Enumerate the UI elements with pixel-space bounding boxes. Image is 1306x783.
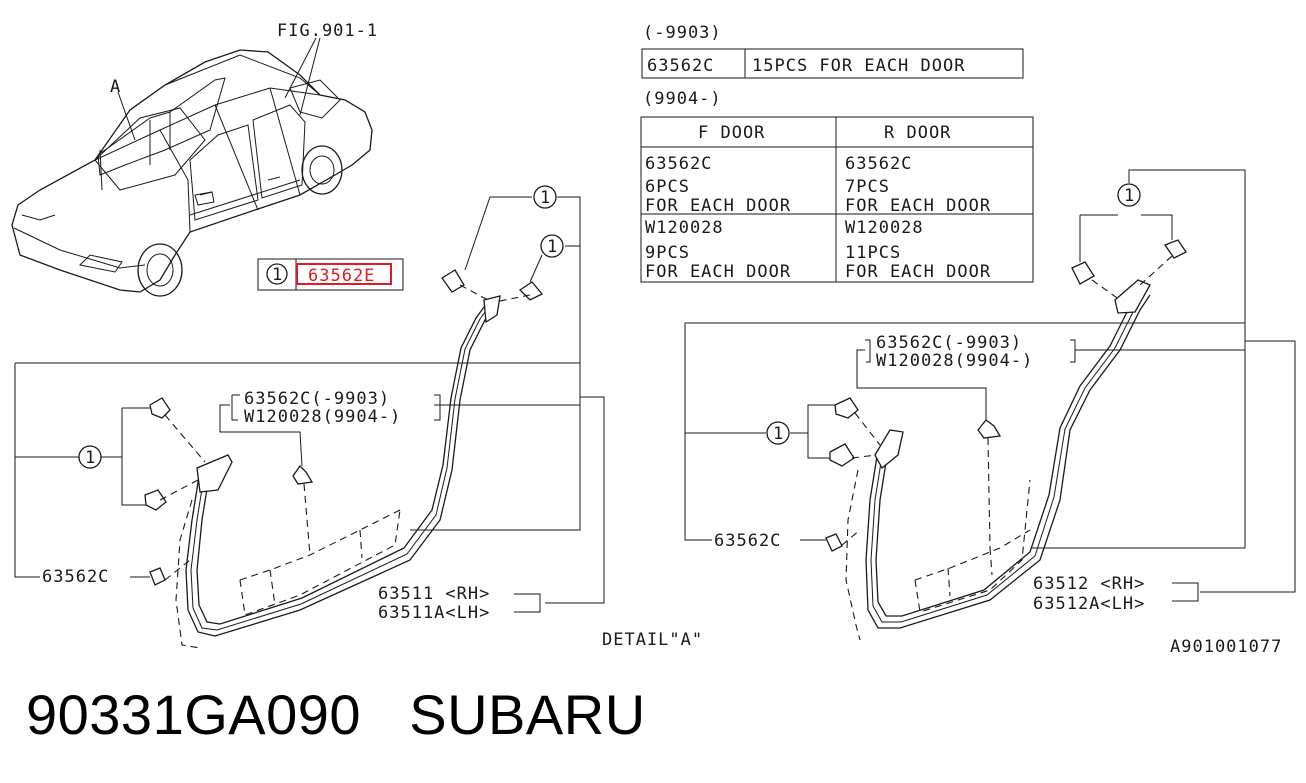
f-door-clip-qty: 6PCS (645, 177, 690, 197)
rear-weatherstrip-rh[interactable]: 63512 <RH> (1033, 574, 1145, 594)
r-door-w-part[interactable]: W120028 (845, 218, 924, 238)
highlight-part-box[interactable]: 1 63562E (257, 258, 404, 291)
f-door-clip-note: FOR EACH DOOR (645, 196, 791, 216)
callout-a-label: A (110, 77, 121, 97)
diagram-code: A901001077 (1170, 637, 1282, 657)
f-door-w-qty: 9PCS (645, 243, 690, 263)
period-label-9904: (9904-) (643, 89, 722, 109)
f-door-clip-part[interactable]: 63562C (645, 154, 712, 174)
f-door-w-note: FOR EACH DOOR (645, 262, 791, 282)
table-9903: (-9903) 63562C 15PCS FOR EACH DOOR (641, 23, 1024, 79)
period-label-9903: (-9903) (643, 23, 722, 43)
r-door-clip-note: FOR EACH DOOR (845, 196, 991, 216)
highlight-part-number[interactable]: 63562E (308, 266, 375, 286)
rear-lower-clip-label[interactable]: 63562C (714, 531, 781, 551)
r-door-w-note: FOR EACH DOOR (845, 262, 991, 282)
detail-label: DETAIL"A" (602, 630, 703, 650)
callout-circle-number: 1 (547, 237, 558, 257)
header-r-door: R DOOR (884, 123, 951, 143)
front-door-weatherstrip-detail: 1 1 1 63562C(-9903) W120028(9904-) 63562… (14, 185, 703, 650)
callout-circle-number: 1 (773, 424, 784, 444)
callout-circle-number: 1 (1124, 186, 1135, 206)
front-clip-label-a[interactable]: 63562C(-9903) (244, 389, 390, 409)
figure-reference: FIG.901-1 (277, 21, 378, 41)
rear-clip-label-b[interactable]: W120028(9904-) (876, 351, 1033, 371)
highlight-frame (296, 263, 392, 285)
car-illustration: A FIG.901-1 (11, 21, 378, 297)
r-door-w-qty: 11PCS (845, 243, 901, 263)
brand-name: SUBARU (409, 683, 646, 746)
rear-clip-label-a[interactable]: 63562C(-9903) (876, 333, 1022, 353)
table-9904: (9904-) F DOOR R DOOR 63562C 6PCS FOR EA… (640, 89, 1034, 283)
part-number: 90331GA090 (26, 683, 362, 746)
front-clip-label-b[interactable]: W120028(9904-) (244, 407, 401, 427)
part-caption: 90331GA090 SUBARU (26, 682, 646, 747)
front-weatherstrip-rh[interactable]: 63511 <RH> (378, 584, 490, 604)
front-lower-clip-label[interactable]: 63562C (42, 567, 109, 587)
highlight-circle-number: 1 (272, 265, 283, 285)
callout-circle-number: 1 (540, 188, 551, 208)
f-door-w-part[interactable]: W120028 (645, 218, 724, 238)
rear-weatherstrip-lh[interactable]: 63512A<LH> (1033, 594, 1145, 614)
r-door-clip-part[interactable]: 63562C (845, 154, 912, 174)
table-9903-qty: 15PCS FOR EACH DOOR (752, 56, 965, 76)
front-weatherstrip-lh[interactable]: 63511A<LH> (378, 603, 490, 623)
r-door-clip-qty: 7PCS (845, 177, 890, 197)
header-f-door: F DOOR (698, 123, 765, 143)
callout-circle-number: 1 (85, 448, 96, 468)
rear-door-weatherstrip-detail: 1 1 63562C(-9903) W120028(9904-) 63562C … (684, 169, 1296, 657)
table-9903-part[interactable]: 63562C (647, 56, 714, 76)
